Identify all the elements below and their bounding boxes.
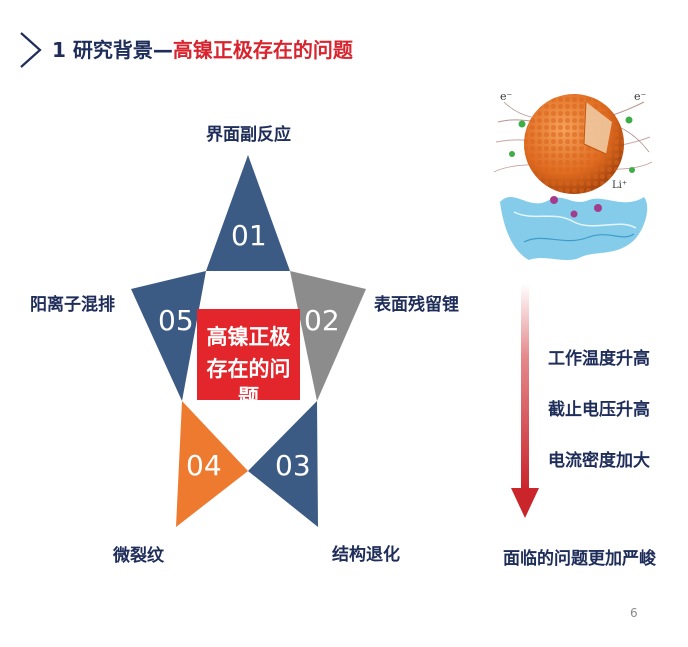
title-prefix: 1 研究背景— [52, 38, 173, 62]
down-arrow-icon [511, 284, 539, 518]
star-number-01: 01 [231, 219, 267, 252]
star-point-05 [131, 271, 206, 401]
center-label-box: 高镍正极 存在的问题 [197, 309, 300, 409]
star-number-04: 04 [186, 449, 222, 482]
star-point-04 [176, 401, 248, 527]
label-interface-side-reaction: 界面副反应 [206, 125, 291, 145]
condition-current-density: 电流密度加大 [548, 451, 650, 471]
particle-illustration: e⁻ e⁻ Li⁺ [494, 90, 653, 260]
star-number-02: 02 [304, 304, 340, 337]
condition-voltage: 截止电压升高 [548, 400, 650, 420]
electron-label-left: e⁻ [500, 90, 513, 103]
star-number-05: 05 [158, 304, 194, 337]
star-point-03 [248, 401, 318, 527]
label-surface-residual-lithium: 表面残留锂 [374, 295, 459, 315]
conclusion-text: 面临的问题更加严峻 [503, 549, 656, 569]
title-chevron-icon [20, 32, 42, 68]
label-structural-degradation: 结构退化 [332, 545, 400, 565]
title-text: 1 研究背景—高镍正极存在的问题 [52, 34, 353, 63]
star-point-01 [206, 155, 290, 271]
title-accent: 高镍正极存在的问题 [172, 38, 353, 62]
lithium-ion-label: Li⁺ [612, 180, 627, 191]
electron-label-right: e⁻ [634, 90, 647, 103]
center-line-2: 存在的问题 [206, 357, 291, 409]
page-number: 6 [630, 606, 638, 620]
label-microcracks: 微裂纹 [113, 546, 164, 566]
star-point-02 [290, 271, 366, 401]
center-line-1: 高镍正极 [206, 325, 291, 349]
star-number-03: 03 [275, 449, 311, 482]
label-cation-mixing: 阳离子混排 [30, 295, 115, 315]
condition-temperature: 工作温度升高 [548, 349, 650, 369]
